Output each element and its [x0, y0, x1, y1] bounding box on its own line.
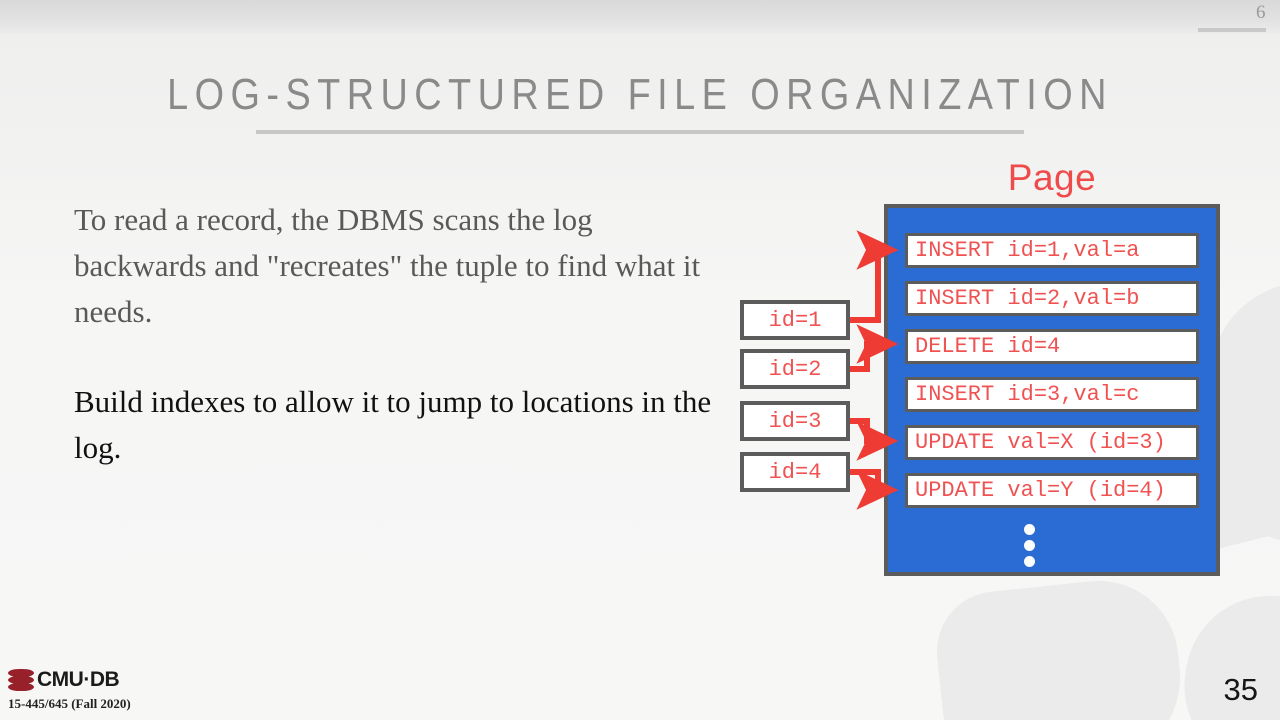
top-slide-number-rule	[1198, 28, 1266, 32]
page-title: LOG-STRUCTURED FILE ORGANIZATION	[167, 70, 1113, 119]
body-paragraph-2: Build indexes to allow it to jump to loc…	[74, 384, 712, 465]
vertical-ellipsis-icon	[1024, 524, 1036, 572]
body-paragraph-1: To read a record, the DBMS scans the log…	[74, 202, 701, 329]
slide-page-number: 35	[1223, 672, 1258, 707]
index-box-id-1: id=1	[740, 300, 850, 340]
top-slide-number: 6	[1256, 2, 1266, 23]
index-box-id-3: id=3	[740, 401, 850, 441]
log-record-row: INSERT id=2,val=b	[905, 281, 1199, 316]
footer-course-label: 15-445/645 (Fall 2020)	[8, 696, 131, 711]
cmu-db-logo-text: CMU·DB	[37, 668, 120, 691]
log-record-row: UPDATE val=Y (id=4)	[905, 473, 1199, 508]
page-label: Page	[1007, 157, 1097, 198]
index-box-id-2: id=2	[740, 349, 850, 389]
log-record-list: INSERT id=1,val=a INSERT id=2,val=b DELE…	[905, 233, 1199, 521]
top-gradient-band	[0, 0, 1280, 34]
cmu-db-logo: CMU·DB	[8, 668, 120, 692]
log-record-row: UPDATE val=X (id=3)	[905, 425, 1199, 460]
title-underline	[256, 130, 1024, 134]
log-record-row: INSERT id=3,val=c	[905, 377, 1199, 412]
log-record-row: INSERT id=1,val=a	[905, 233, 1199, 268]
database-icon	[8, 669, 34, 691]
index-box-id-4: id=4	[740, 452, 850, 492]
log-record-row: DELETE id=4	[905, 329, 1199, 364]
